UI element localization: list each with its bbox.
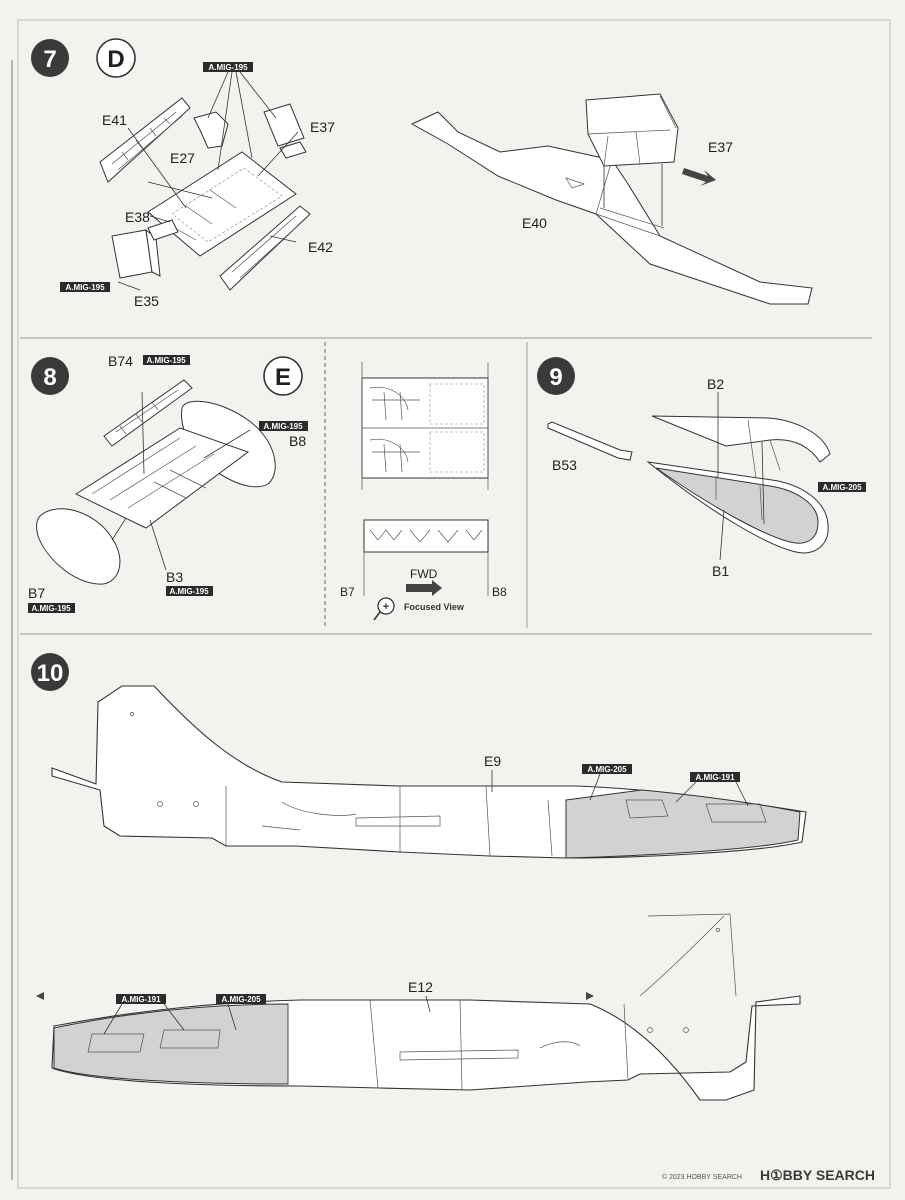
label-e42: E42 xyxy=(308,239,333,255)
step-7-paint-tag-top xyxy=(203,62,253,72)
footer: © 2023 HOBBY SEARCH H①BBY SEARCH xyxy=(662,1167,875,1183)
step-10-badge xyxy=(31,653,69,691)
label-view-b7: B7 xyxy=(340,585,355,599)
side-view-frame xyxy=(363,519,489,553)
plus-icon: + xyxy=(383,601,389,613)
label-b53: B53 xyxy=(552,457,577,473)
footer-brand: H①BBY SEARCH xyxy=(760,1167,875,1183)
step-7-number: 7 xyxy=(43,46,56,73)
step-8-sub-badge xyxy=(263,356,303,396)
label-e38: E38 xyxy=(125,209,150,225)
step-8: 8 E B74 A.MIG-195 A.MIG-195 B8 B3 A.MIG-… xyxy=(28,353,308,613)
page-frame xyxy=(17,19,891,1189)
step-7: 7 D A.M xyxy=(31,38,813,309)
step-10-top-paint-b: A.MIG-191 xyxy=(695,773,735,782)
label-e27: E27 xyxy=(170,150,195,166)
fuselage-e12 xyxy=(51,913,801,1101)
fwd-arrow xyxy=(406,580,442,596)
step-8-badge xyxy=(31,357,69,395)
label-e37-left: E37 xyxy=(310,119,335,135)
step-10-top-paint-a: A.MIG-205 xyxy=(587,765,627,774)
part-e40-drawing xyxy=(410,111,813,305)
label-e12: E12 xyxy=(408,979,433,995)
step-9-number: 9 xyxy=(549,364,562,391)
part-cockpit-tub-drawing xyxy=(74,427,250,529)
fuselage-e9 xyxy=(51,685,807,859)
step-8-paint-b3: A.MIG-195 xyxy=(169,587,209,596)
step-10: 10 E9 A.MIG-205 A.MIG-191 E12 xyxy=(31,653,807,1101)
part-e27-drawing xyxy=(193,111,229,149)
part-e38-drawing xyxy=(147,219,179,241)
e9-nose-shade xyxy=(565,789,801,859)
label-b1: B1 xyxy=(712,563,729,579)
step-8-assembly xyxy=(36,379,276,585)
part-floor-drawing xyxy=(147,151,297,257)
step-7-paint-top: A.MIG-195 xyxy=(208,63,248,72)
step-9-badge xyxy=(537,357,575,395)
footer-copyright: © 2023 HOBBY SEARCH xyxy=(662,1173,742,1181)
part-b74-drawing xyxy=(103,379,193,447)
step-8-sub-letter: E xyxy=(275,364,291,391)
part-e35-drawing xyxy=(111,229,153,279)
label-b3: B3 xyxy=(166,569,183,585)
step-8-number: 8 xyxy=(43,364,56,391)
part-b2-drawing xyxy=(651,415,831,463)
direction-arrow xyxy=(682,168,716,186)
e12-nose-shade xyxy=(53,1003,289,1085)
step-8-focused-view: FWD B7 B8 + Focused View xyxy=(340,362,507,621)
step-7-left-assembly xyxy=(99,71,311,291)
label-e40: E40 xyxy=(522,215,547,231)
label-b74: B74 xyxy=(108,353,133,369)
part-b53-drawing xyxy=(547,421,633,461)
step-9: 9 B2 B53 B1 A.MIG-205 xyxy=(537,357,866,579)
step-7-sub-letter: D xyxy=(107,46,124,73)
step-10-number: 10 xyxy=(37,660,64,687)
magnifier-icon xyxy=(377,597,395,615)
step-9-paint-inner: A.MIG-205 xyxy=(822,483,862,492)
label-focused-view: Focused View xyxy=(404,602,465,612)
label-fwd: FWD xyxy=(410,567,438,581)
step-7-badge xyxy=(31,39,69,77)
b1-interior-shade xyxy=(655,467,819,544)
small-arrow-right xyxy=(586,992,594,1000)
part-e42-drawing xyxy=(219,205,311,291)
step-10-bottom-paint-a: A.MIG-191 xyxy=(121,995,161,1004)
label-view-b8: B8 xyxy=(492,585,507,599)
label-b2: B2 xyxy=(707,376,724,392)
part-b7-drawing xyxy=(36,508,121,585)
step-9-assembly xyxy=(547,392,831,561)
label-e35: E35 xyxy=(134,293,159,309)
step-7-paint-left: A.MIG-195 xyxy=(65,283,105,292)
step-8-paint-b7: A.MIG-195 xyxy=(31,604,71,613)
step-10-bottom-paint-b: A.MIG-205 xyxy=(221,995,261,1004)
part-e41-drawing xyxy=(99,97,191,183)
label-e41: E41 xyxy=(102,112,127,128)
step-7-right-assembly xyxy=(410,93,813,305)
label-b8: B8 xyxy=(289,433,306,449)
label-e37-right: E37 xyxy=(708,139,733,155)
label-b7: B7 xyxy=(28,585,45,601)
step-7-paint-tag-left xyxy=(60,282,110,292)
step-8-paint-b74: A.MIG-195 xyxy=(146,356,186,365)
label-e9: E9 xyxy=(484,753,501,769)
small-arrow-left xyxy=(36,992,44,1000)
step-7-sub-badge xyxy=(96,38,136,78)
part-e37-drawing xyxy=(263,103,305,147)
step-8-paint-b8: A.MIG-195 xyxy=(263,422,303,431)
